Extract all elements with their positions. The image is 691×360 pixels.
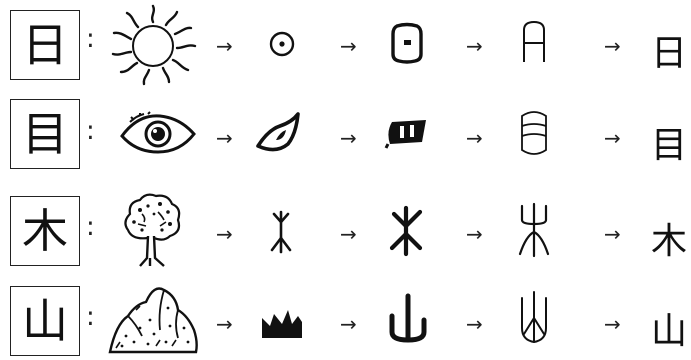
tree-bronze-glyph-icon: [386, 204, 426, 258]
tree-seal-glyph-icon: [516, 200, 552, 260]
modern-character-mu-tree: 木: [651, 212, 687, 264]
arrow: →: [604, 222, 621, 246]
arrow: →: [216, 312, 233, 336]
boxed-character-mu: 目: [10, 99, 80, 169]
modern-character-mu: 目: [651, 116, 687, 168]
eye-oracle-glyph-icon: [254, 110, 306, 156]
arrow: →: [216, 126, 233, 150]
row-mu-tree: 木 : → → → → 木: [0, 190, 691, 270]
arrow: →: [466, 312, 483, 336]
arrow: →: [604, 126, 621, 150]
arrow: →: [604, 312, 621, 336]
row-mu: 目 : → → → → 目: [0, 92, 691, 172]
sun-circle-dot-glyph-icon: [262, 24, 302, 64]
tree-oracle-glyph-icon: [266, 208, 296, 256]
mountain-drawing-icon: [106, 280, 200, 356]
arrow: →: [340, 34, 357, 58]
sun-drawing-icon: [103, 4, 203, 84]
row-shan: 山 : → → → → 山: [0, 280, 691, 360]
arrow: →: [340, 222, 357, 246]
tree-drawing-icon: [120, 192, 184, 268]
arrow: →: [604, 34, 621, 58]
mountain-seal-glyph-icon: [516, 288, 552, 348]
colon-separator: :: [86, 212, 95, 242]
modern-character-shan: 山: [651, 302, 687, 354]
sun-rounded-square-glyph-icon: [387, 20, 427, 66]
colon-separator: :: [86, 24, 95, 54]
colon-separator: :: [86, 302, 95, 332]
mountain-oracle-glyph-icon: [260, 308, 304, 340]
row-ri: 日 : → → → → 日: [0, 4, 691, 84]
eye-drawing-icon: [118, 112, 198, 156]
modern-character-ri: 日: [651, 24, 687, 76]
arrow: →: [216, 222, 233, 246]
arrow: →: [340, 126, 357, 150]
boxed-character-shan: 山: [10, 286, 80, 356]
arrow: →: [216, 34, 233, 58]
boxed-character-mu-tree: 木: [10, 196, 80, 266]
boxed-character-ri: 日: [10, 10, 80, 80]
arrow: →: [340, 312, 357, 336]
arrow: →: [466, 222, 483, 246]
mountain-bronze-glyph-icon: [386, 292, 430, 348]
eye-bronze-glyph-icon: [382, 114, 432, 150]
arrow: →: [466, 34, 483, 58]
sun-seal-glyph-icon: [516, 18, 552, 68]
colon-separator: :: [86, 116, 95, 146]
arrow: →: [466, 126, 483, 150]
eye-seal-glyph-icon: [516, 106, 552, 160]
